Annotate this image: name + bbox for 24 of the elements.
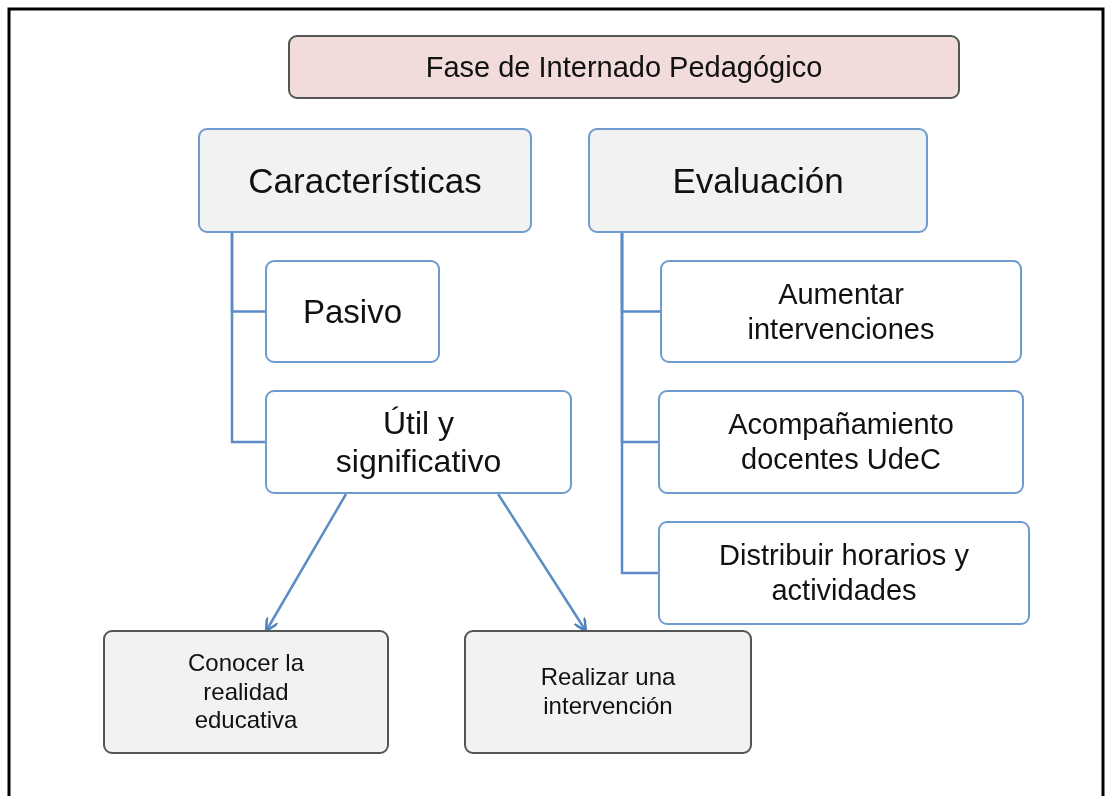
arrow (497, 493, 588, 633)
connector-line (620, 233, 658, 575)
arrow (264, 493, 348, 633)
category-box (198, 128, 532, 233)
item-box (658, 521, 1030, 625)
box-label: Características (248, 159, 482, 202)
box-label: Aumentar intervenciones (746, 276, 936, 347)
box-label: Evaluación (672, 159, 844, 202)
box-label: Fase de Internado Pedagógico (425, 49, 823, 85)
category-box (588, 128, 928, 233)
box-label: Conocer la realidad educativa (186, 648, 306, 736)
box-label: Útil y significativo (334, 403, 503, 481)
box-label: Realizar una intervención (539, 663, 677, 721)
box-label: Pasivo (302, 291, 403, 332)
title-box (288, 35, 960, 99)
item-box (265, 260, 440, 363)
box-label: Distribuir horarios y actividades (718, 538, 970, 608)
outcome-box (464, 630, 752, 754)
box-label: Acompañamiento docentes UdeC (727, 407, 955, 477)
outcome-box (103, 630, 389, 754)
item-box (660, 260, 1022, 363)
item-box (658, 390, 1024, 494)
connector-line (230, 233, 265, 444)
item-box (265, 390, 572, 494)
